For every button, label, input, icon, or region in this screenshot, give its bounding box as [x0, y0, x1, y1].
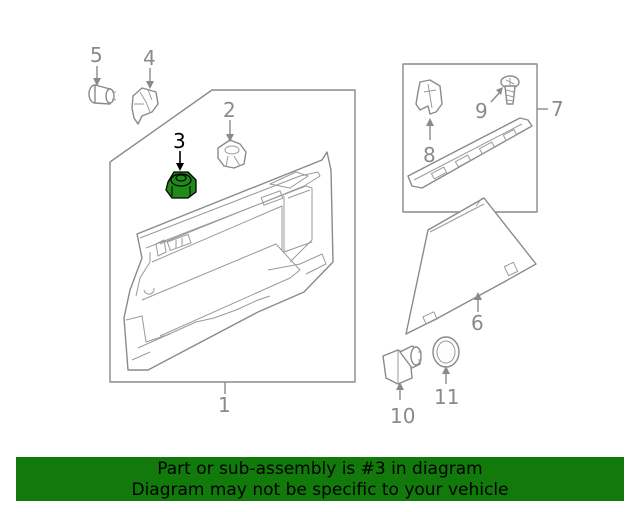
quarter-trim-panel: [123, 151, 334, 371]
callout-1: 1: [218, 393, 231, 417]
panel-frame: [109, 89, 356, 383]
callout-4: 4: [143, 46, 156, 70]
info-banner: Part or sub-assembly is #3 in diagram Di…: [16, 457, 624, 501]
callout-5: 5: [90, 43, 103, 67]
part-8-clip: [415, 79, 443, 115]
part-7-trim-strip: [407, 117, 533, 189]
banner-line-1: Part or sub-assembly is #3 in diagram: [157, 459, 483, 479]
leaders: [93, 66, 548, 400]
callout-8: 8: [423, 143, 436, 167]
banner-line-2: Diagram may not be specific to your vehi…: [131, 480, 509, 500]
part-5-bolt: [88, 84, 117, 105]
callout-2: 2: [223, 98, 236, 122]
part-11-ring: [432, 336, 460, 368]
part-2-retainer: [217, 139, 247, 169]
callout-6: 6: [471, 311, 484, 335]
part-3-nut-highlighted: [165, 171, 197, 199]
part-6-cover-panel: [405, 197, 537, 335]
callout-11: 11: [434, 385, 459, 409]
callout-3: 3: [173, 129, 186, 153]
callout-7: 7: [551, 97, 564, 121]
part-10-fastener: [382, 345, 422, 385]
callout-9: 9: [475, 99, 488, 123]
callout-10: 10: [390, 404, 415, 428]
part-4-clip: [131, 87, 159, 125]
part-9-screw: [500, 75, 520, 105]
